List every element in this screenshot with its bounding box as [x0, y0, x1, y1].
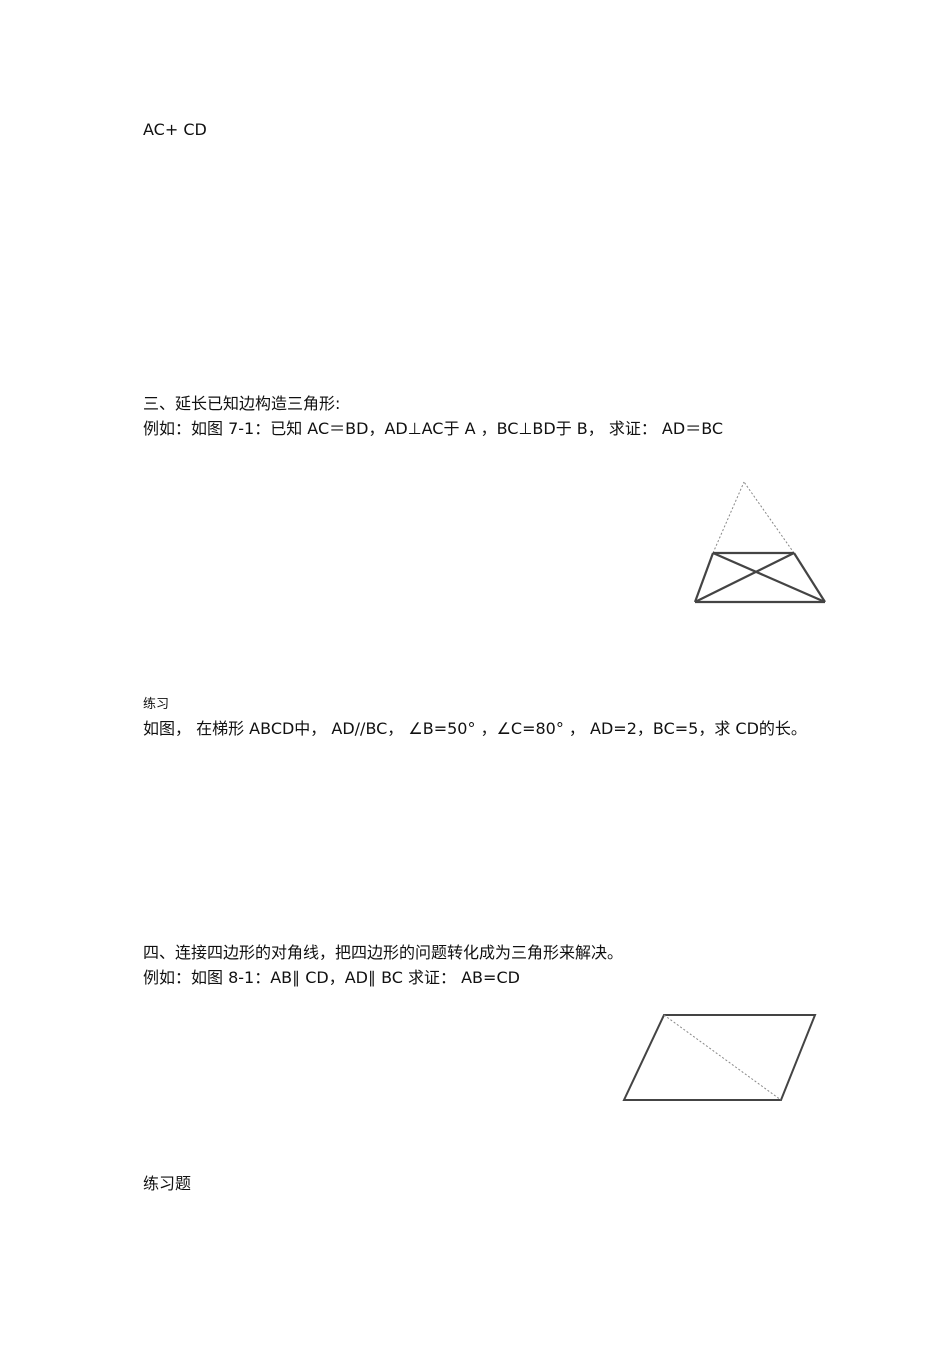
section-4-title: 四、连接四边形的对角线，把四边形的问题转化成为三角形来解决。 [143, 943, 624, 962]
dotted-extension-right [743, 481, 795, 554]
diagonal-1 [712, 551, 826, 604]
dotted-extension-left [712, 481, 745, 554]
parallelogram [622, 1014, 817, 1101]
diagonal-2 [694, 552, 795, 603]
example-8-1: 例如：如图 8-1：AB∥ CD，AD∥ BC 求证： AB=CD [143, 968, 520, 987]
dotted-diagonal [663, 1014, 782, 1101]
trapezoid-right [793, 552, 826, 603]
practice-problem: 如图， 在梯形 ABCD中， AD//BC， ∠B=50° ，∠C=80° ， … [143, 719, 807, 738]
exercises-label: 练习题 [143, 1174, 192, 1193]
trapezoid-left [693, 552, 715, 603]
example-7-1: 例如：如图 7-1：已知 AC＝BD，AD⊥AC于 A ，BC⊥BD于 B， 求… [143, 419, 724, 438]
section-3-title: 三、延长已知边构造三角形: [143, 394, 341, 413]
text-ac-cd: AC+ CD [143, 120, 207, 139]
practice-label: 练习 [143, 697, 170, 712]
